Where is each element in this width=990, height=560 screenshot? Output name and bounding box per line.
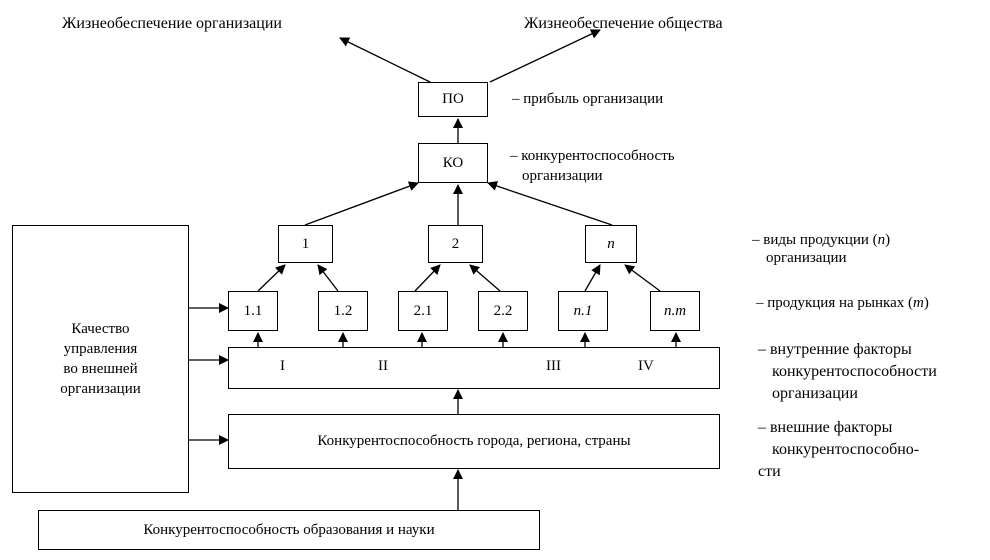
org-life-label: Жизнеобеспечение организации bbox=[62, 15, 282, 32]
legend-markets-pre: – продукция на рынках ( bbox=[756, 295, 913, 311]
market-box-n-1-label: n.1 bbox=[573, 302, 593, 319]
management-quality-box: Качество управления во внешней организац… bbox=[12, 225, 189, 493]
arrow-pn-ko bbox=[487, 181, 613, 226]
arrow-po-org bbox=[339, 37, 431, 83]
education-competitiveness-box: Конкурентоспособность образования и наук… bbox=[38, 510, 540, 550]
quality-line-4: организации bbox=[60, 381, 141, 397]
market-box-n-m: n.m bbox=[650, 291, 700, 331]
arrow-mn1-pn bbox=[584, 264, 601, 292]
legend-products-pre: – виды продукции ( bbox=[752, 232, 878, 248]
legend-internal-line1: – внутренние факторы bbox=[758, 341, 912, 358]
legend-external-line3: сти bbox=[758, 463, 781, 480]
legend-ko-line2: организации bbox=[522, 168, 603, 184]
product-box-2: 2 bbox=[428, 225, 483, 263]
product-box-1: 1 bbox=[278, 225, 333, 263]
market-box-n-1: n.1 bbox=[558, 291, 608, 331]
arrow-po-society bbox=[489, 29, 601, 83]
legend-markets: – продукция на рынках (m) bbox=[756, 293, 929, 313]
legend-profit: – прибыль организации bbox=[512, 91, 664, 107]
arrow-m12-p1 bbox=[317, 264, 339, 292]
arrow-m11-p1 bbox=[257, 264, 286, 292]
market-box-1-1: 1.1 bbox=[228, 291, 278, 331]
quality-line-2: управления bbox=[63, 341, 138, 357]
legend-products-post: ) bbox=[885, 232, 891, 248]
legend-products-var: n bbox=[877, 232, 886, 248]
legend-external-line1: – внешние факторы bbox=[758, 419, 893, 436]
market-box-n-m-label: n.m bbox=[663, 302, 687, 319]
quality-line-1: Качество bbox=[71, 321, 130, 337]
quality-line-3: во внешней bbox=[63, 361, 138, 377]
product-box-n: n bbox=[585, 225, 637, 263]
internal-factors-box bbox=[228, 347, 720, 389]
internal-label-4: IV bbox=[638, 358, 654, 374]
arrow-mnm-pn bbox=[624, 264, 661, 292]
market-box-2-1: 2.1 bbox=[398, 291, 448, 331]
legend-markets-var: m bbox=[912, 295, 924, 311]
legend-external-line2: конкурентоспособно- bbox=[772, 441, 920, 458]
product-box-n-label: n bbox=[607, 235, 615, 252]
arrow-m22-p2 bbox=[469, 264, 501, 292]
arrow-p1-ko bbox=[304, 181, 419, 226]
city-competitiveness-box: Конкурентоспособность города, региона, с… bbox=[228, 414, 720, 469]
market-box-1-2: 1.2 bbox=[318, 291, 368, 331]
market-box-2-2: 2.2 bbox=[478, 291, 528, 331]
society-life-label: Жизнеобеспечение общества bbox=[524, 15, 723, 32]
legend-internal-line3: организации bbox=[772, 385, 858, 402]
legend-ko-line1: – конкурентоспособность bbox=[510, 148, 675, 164]
legend-internal-line2: конкурентоспособности bbox=[772, 363, 937, 380]
legend-products-line2: организации bbox=[766, 250, 847, 266]
profit-box: ПО bbox=[418, 82, 488, 117]
internal-label-2: II bbox=[378, 358, 388, 374]
internal-label-3: III bbox=[546, 358, 561, 374]
competitiveness-box: КО bbox=[418, 143, 488, 183]
legend-markets-post: ) bbox=[923, 295, 929, 311]
arrow-m21-p2 bbox=[414, 264, 441, 292]
internal-label-1: I bbox=[280, 358, 285, 374]
legend-products-line1: – виды продукции (n) bbox=[752, 230, 890, 250]
